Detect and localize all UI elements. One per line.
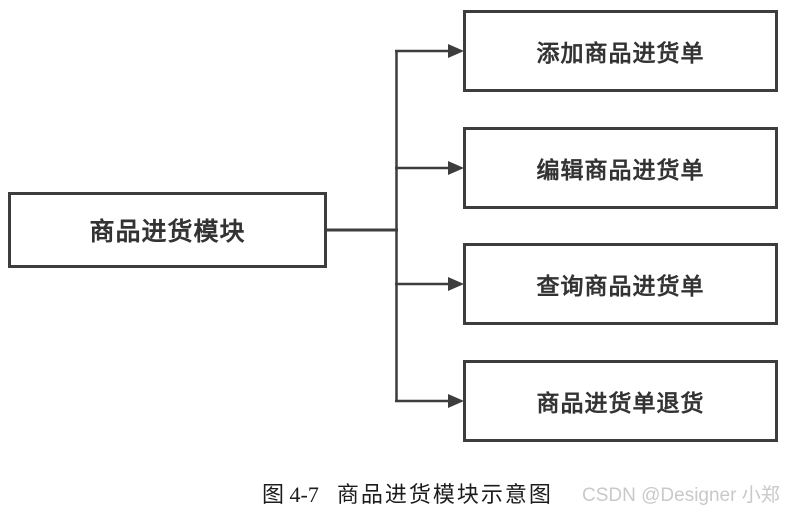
watermark-text: CSDN @Designer 小郑 [582, 484, 780, 506]
node-query-purchase-order: 查询商品进货单 [463, 243, 778, 325]
node-label: 添加商品进货单 [536, 40, 705, 66]
arrowhead-icon [448, 394, 464, 408]
node-purchase-order-return: 商品进货单退货 [463, 360, 778, 442]
node-label: 商品进货模块 [89, 218, 246, 246]
node-label: 编辑商品进货单 [536, 157, 705, 183]
figure-caption: 图 4-7 商品进货模块示意图 [262, 478, 553, 508]
node-product-purchase-module: 商品进货模块 [8, 192, 327, 268]
node-add-purchase-order: 添加商品进货单 [463, 10, 778, 92]
csdn-watermark: CSDN @Designer 小郑 [582, 480, 780, 506]
node-edit-purchase-order: 编辑商品进货单 [463, 127, 778, 209]
arrowhead-icon [448, 277, 464, 291]
arrowhead-icon [448, 44, 464, 58]
figure-number: 图 4-7 [262, 482, 319, 507]
node-label: 查询商品进货单 [536, 273, 705, 299]
figure-title: 商品进货模块示意图 [336, 482, 553, 507]
arrowhead-icon [448, 161, 464, 175]
node-label: 商品进货单退货 [536, 390, 705, 416]
